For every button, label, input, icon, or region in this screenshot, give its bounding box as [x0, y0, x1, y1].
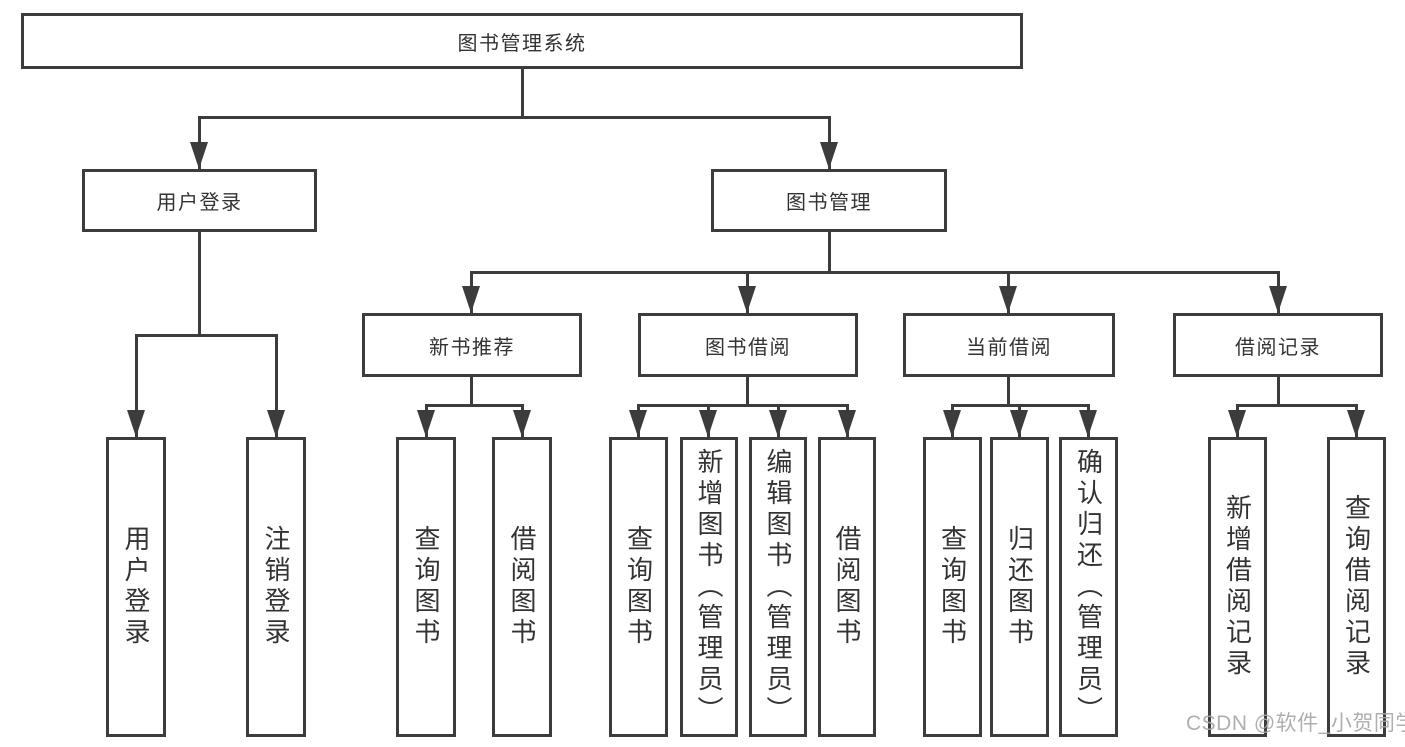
node-label: 注销登录: [261, 525, 291, 649]
node-book-management-module: 图书管理: [711, 169, 947, 232]
arrow-down-icon: [417, 410, 435, 437]
arrow-down-icon: [943, 410, 961, 437]
node-label: 编辑图书（管理员）: [763, 447, 793, 727]
leaf-return-books: 归还图书: [990, 437, 1049, 737]
node-user-login-module: 用户登录: [82, 169, 317, 232]
connector-records-crossbar: [1236, 404, 1357, 407]
leaf-confirm-return-admin: 确认归还（管理员）: [1059, 437, 1118, 737]
connector-user-login-stem: [198, 232, 201, 336]
node-label: 图书借阅: [705, 336, 791, 359]
arrow-down-icon: [1269, 286, 1287, 313]
node-label: 用户登录: [156, 192, 243, 214]
node-label: 借阅图书: [507, 525, 537, 649]
arrow-down-icon: [629, 410, 647, 437]
leaf-add-books-admin: 新增图书（管理员）: [680, 437, 738, 737]
node-label: 查询图书: [623, 525, 654, 649]
node-label: 借阅图书: [832, 525, 862, 649]
node-root-library-system: 图书管理系统: [21, 13, 1023, 69]
leaf-query-borrow-record: 查询借阅记录: [1327, 437, 1386, 737]
arrow-down-icon: [267, 410, 285, 437]
arrow-down-icon: [190, 142, 208, 169]
arrow-down-icon: [999, 286, 1017, 313]
connector-current-stem: [1007, 377, 1010, 406]
connector-records-stem: [1277, 377, 1280, 406]
connector-to-leaf-user-login: [135, 334, 138, 437]
connector-recommend-crossbar: [425, 404, 524, 407]
node-label: 归还图书: [1004, 525, 1035, 649]
arrow-down-icon: [769, 410, 787, 437]
leaf-user-login: 用户登录: [106, 437, 166, 737]
leaf-edit-books-admin: 编辑图书（管理员）: [749, 437, 807, 737]
node-book-borrowing: 图书借阅: [638, 313, 858, 377]
node-label: 新增图书（管理员）: [694, 447, 724, 727]
arrow-down-icon: [513, 410, 531, 437]
connector-root-crossbar: [198, 116, 831, 119]
arrow-down-icon: [820, 142, 838, 169]
node-label: 确认归还（管理员）: [1073, 447, 1104, 727]
arrow-down-icon: [1010, 410, 1028, 437]
connector-user-login-crossbar: [135, 334, 278, 337]
node-borrow-records: 借阅记录: [1173, 313, 1383, 377]
connector-root-stem: [521, 69, 524, 118]
node-label: 新增借阅记录: [1222, 494, 1253, 680]
node-label: 查询图书: [937, 525, 968, 649]
leaf-borrow-books-recommend: 借阅图书: [492, 437, 552, 737]
arrow-down-icon: [738, 286, 756, 313]
node-label: 新书推荐: [429, 336, 515, 359]
connector-recommend-stem: [470, 377, 473, 406]
leaf-query-books-current: 查询图书: [923, 437, 982, 737]
node-new-book-recommendation: 新书推荐: [362, 313, 582, 377]
connector-book-mgmt-crossbar: [470, 271, 1280, 274]
node-label: 查询图书: [411, 525, 441, 649]
node-label: 图书管理: [786, 192, 872, 214]
arrow-down-icon: [1347, 410, 1365, 437]
node-label: 当前借阅: [966, 336, 1052, 359]
node-label: 用户登录: [121, 525, 151, 649]
node-label: 图书管理系统: [457, 32, 587, 55]
node-label: 查询借阅记录: [1341, 494, 1372, 680]
arrow-down-icon: [699, 410, 717, 437]
arrow-down-icon: [127, 410, 145, 437]
connector-borrowing-stem: [746, 377, 749, 406]
leaf-logout: 注销登录: [246, 437, 306, 737]
connector-book-mgmt-stem: [828, 232, 831, 273]
leaf-query-books-borrow: 查询图书: [609, 437, 668, 737]
connector-to-leaf-logout: [275, 334, 278, 437]
leaf-add-borrow-record: 新增借阅记录: [1208, 437, 1267, 737]
arrow-down-icon: [1079, 410, 1097, 437]
node-label: 借阅记录: [1235, 336, 1321, 359]
node-current-borrowing: 当前借阅: [903, 313, 1115, 377]
leaf-query-books-recommend: 查询图书: [396, 437, 456, 737]
connector-borrowing-crossbar: [637, 404, 848, 407]
arrow-down-icon: [462, 286, 480, 313]
arrow-down-icon: [1228, 410, 1246, 437]
leaf-borrow-books: 借阅图书: [818, 437, 876, 737]
arrow-down-icon: [838, 410, 856, 437]
